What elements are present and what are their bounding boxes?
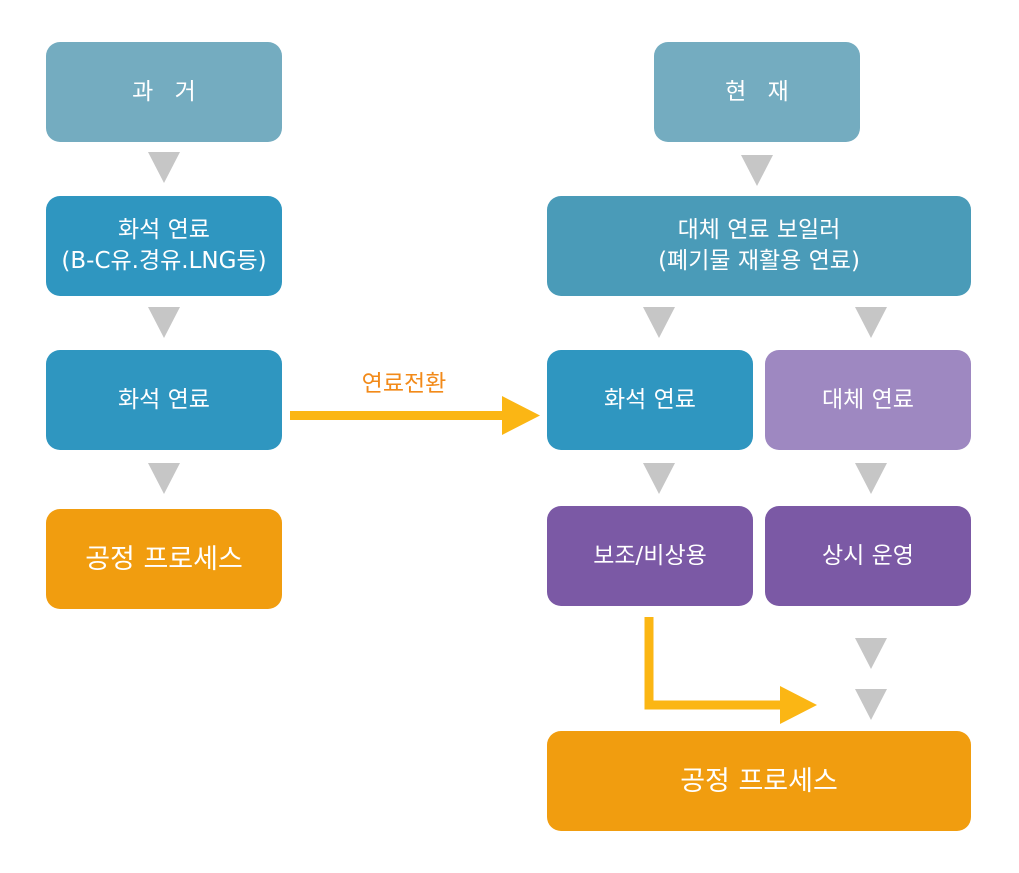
present-header-label: 현 재 [725, 78, 789, 105]
past-header-box: 과 거 [46, 42, 282, 142]
continuous-operation-label: 상시 운영 [822, 542, 914, 569]
transition-arrowhead-icon [502, 396, 540, 435]
down-arrow-icon [855, 689, 887, 720]
present-fossil-fuel-label: 화석 연료 [604, 386, 696, 413]
past-process-box: 공정 프로세스 [46, 509, 282, 609]
past-process-label: 공정 프로세스 [85, 543, 243, 575]
down-arrow-icon [855, 307, 887, 338]
fuel-transition-label: 연료전환 [361, 371, 447, 397]
past-fossil-fuel-label: 화석 연료 [118, 386, 210, 413]
fossil-fuel-type-title: 화석 연료 [118, 217, 210, 243]
alternative-fuel-label: 대체 연료 [822, 386, 914, 413]
down-arrow-icon [855, 463, 887, 494]
alternative-fuel-boiler-box: 대체 연료 보일러 (폐기물 재활용 연료) [547, 196, 971, 296]
past-header-label: 과 거 [132, 78, 196, 105]
present-process-label: 공정 프로세스 [680, 765, 838, 797]
down-arrow-icon [855, 638, 887, 669]
fossil-fuel-type-examples: (B-C유.경유.LNG등) [61, 248, 267, 274]
auxiliary-arrowhead-icon [780, 686, 817, 724]
fossil-fuel-type-box: 화석 연료 (B-C유.경유.LNG등) [46, 196, 282, 296]
auxiliary-connector-line [644, 617, 783, 710]
present-header-box: 현 재 [654, 42, 860, 142]
down-arrow-icon [148, 307, 180, 338]
down-arrow-icon [741, 155, 773, 186]
present-process-box: 공정 프로세스 [547, 731, 971, 831]
down-arrow-icon [148, 463, 180, 494]
transition-arrow-shaft [290, 411, 505, 420]
boiler-title: 대체 연료 보일러 [677, 217, 841, 243]
down-arrow-icon [148, 152, 180, 183]
boiler-subtitle: (폐기물 재활용 연료) [658, 248, 860, 274]
alternative-fuel-box: 대체 연료 [765, 350, 971, 450]
auxiliary-emergency-box: 보조/비상용 [547, 506, 753, 606]
present-fossil-fuel-box: 화석 연료 [547, 350, 753, 450]
past-fossil-fuel-box: 화석 연료 [46, 350, 282, 450]
auxiliary-emergency-label: 보조/비상용 [593, 542, 707, 569]
down-arrow-icon [643, 307, 675, 338]
down-arrow-icon [643, 463, 675, 494]
continuous-operation-box: 상시 운영 [765, 506, 971, 606]
